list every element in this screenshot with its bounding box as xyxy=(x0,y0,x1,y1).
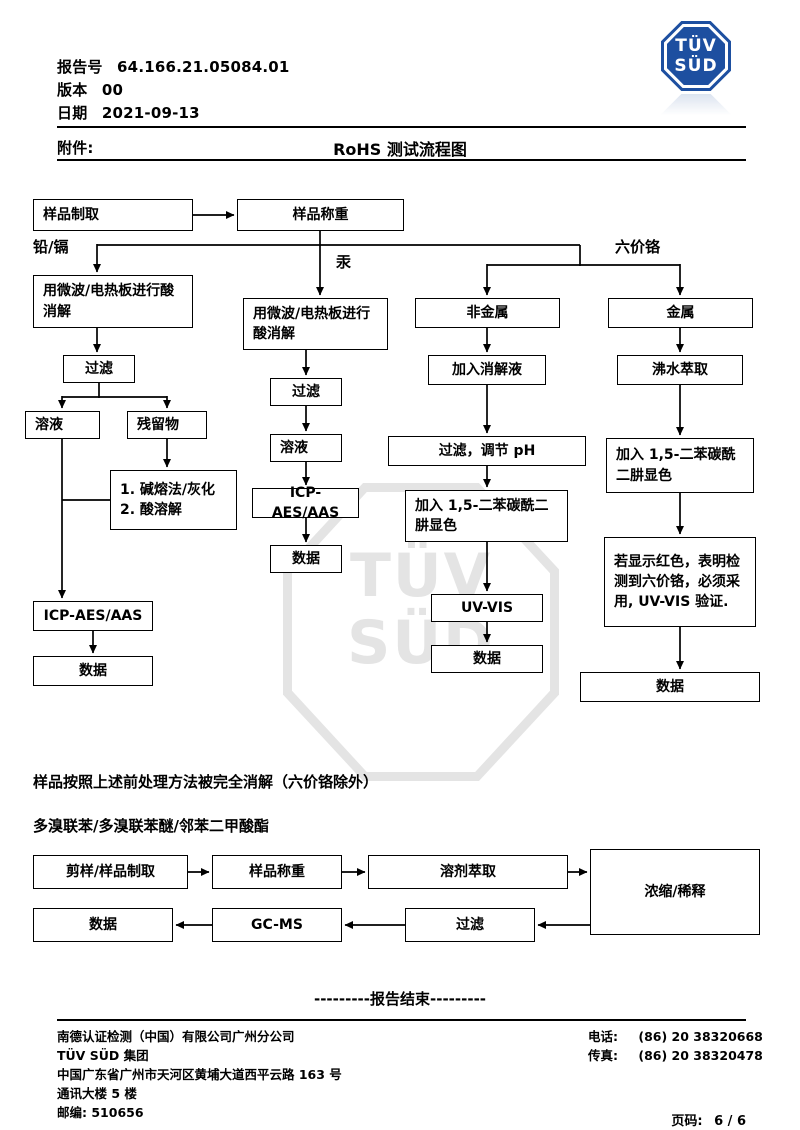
node-uv-vis: UV-VIS xyxy=(431,594,543,622)
node-acid-digestion-b: 用微波/电热板进行酸消解 xyxy=(243,298,388,350)
header-divider-top xyxy=(57,126,746,128)
node-solvent-extraction: 溶剂萃取 xyxy=(368,855,568,889)
node-alkali-fusion: 1. 碱熔法/灰化 2. 酸溶解 xyxy=(110,470,237,530)
footer-company-group: TÜV SÜD 集团 xyxy=(57,1048,149,1063)
node-acid-digestion-a: 用微波/电热板进行酸消解 xyxy=(33,275,193,328)
header-divider-bottom xyxy=(57,159,746,161)
node-icp-aes-aas-a: ICP-AES/AAS xyxy=(33,601,153,631)
attachment-label: 附件: xyxy=(57,139,94,157)
footer-divider xyxy=(57,1019,746,1021)
node-solution-b: 溶液 xyxy=(270,434,342,462)
node-filter-2: 过滤 xyxy=(405,908,535,942)
page-number: 页码: 6 / 6 xyxy=(671,1110,746,1129)
branch-label-mercury: 汞 xyxy=(336,253,352,271)
date-value: 2021-09-13 xyxy=(101,104,200,122)
logo-reflection xyxy=(661,94,731,116)
node-cut-sample-prep: 剪样/样品制取 xyxy=(33,855,188,889)
branch-label-hexavalent-chromium: 六价铬 xyxy=(615,238,661,256)
node-color-reagent-nonmetal: 加入 1,5-二苯碳酰二肼显色 xyxy=(405,490,568,542)
footer-postcode: 邮编: 510656 xyxy=(57,1105,144,1120)
report-date: 日期 2021-09-13 xyxy=(57,102,200,123)
date-label: 日期 xyxy=(57,104,88,122)
node-sample-weigh-2: 样品称重 xyxy=(212,855,342,889)
footer-company-name: 南德认证检测（中国）有限公司广州分公司 xyxy=(57,1029,295,1044)
version-label: 版本 xyxy=(57,81,88,99)
node-filter-adjust-ph: 过滤，调节 pH xyxy=(388,436,586,466)
node-metal: 金属 xyxy=(608,298,753,328)
node-add-digestion-solution: 加入消解液 xyxy=(428,355,546,385)
page-number-value: 6 / 6 xyxy=(714,1114,746,1129)
node-red-color-verification-note: 若显示红色，表明检测到六价铬，必须采用, UV-VIS 验证. xyxy=(604,537,756,627)
node-nonmetal: 非金属 xyxy=(415,298,560,328)
node-filter-b: 过滤 xyxy=(270,378,342,406)
fax-value: (86) 20 38320478 xyxy=(638,1048,763,1063)
tuv-sud-logo: TÜV SÜD xyxy=(661,21,731,91)
footer-phone: 电话: (86) 20 38320668 xyxy=(588,1026,763,1045)
phone-value: (86) 20 38320668 xyxy=(638,1029,763,1044)
phone-label: 电话: xyxy=(588,1029,618,1044)
report-number-value: 64.166.21.05084.01 xyxy=(117,58,290,76)
logo-line2: SÜD xyxy=(674,56,718,76)
branch-label-lead-cadmium: 铅/镉 xyxy=(33,238,69,256)
digestion-note: 样品按照上述前处理方法被完全消解（六价铬除外） xyxy=(33,773,379,791)
node-filter-a: 过滤 xyxy=(63,355,135,383)
node-gc-ms: GC-MS xyxy=(212,908,342,942)
logo-text: TÜV SÜD xyxy=(661,21,731,91)
report-number: 报告号 64.166.21.05084.01 xyxy=(57,56,290,77)
node-data-a: 数据 xyxy=(33,656,153,686)
footer-address-line2: 通讯大楼 5 楼 xyxy=(57,1086,137,1101)
report-number-label: 报告号 xyxy=(57,58,103,76)
node-data-metal: 数据 xyxy=(580,672,760,702)
logo-line1: TÜV xyxy=(675,35,717,56)
footer-address-line1: 中国广东省广州市天河区黄埔大道西平云路 163 号 xyxy=(57,1067,342,1082)
node-sample-weigh: 样品称重 xyxy=(237,199,404,231)
node-residue-a: 残留物 xyxy=(127,411,207,439)
node-data-2: 数据 xyxy=(33,908,173,942)
flow2-title: 多溴联苯/多溴联苯醚/邻苯二甲酸酯 xyxy=(33,817,269,835)
node-color-reagent-metal: 加入 1,5-二苯碳酰二肼显色 xyxy=(606,438,754,493)
node-icp-aes-aas-b: ICP-AES/AAS xyxy=(252,485,359,521)
end-of-report: ---------报告结束--------- xyxy=(313,990,487,1008)
node-data-nonmetal: 数据 xyxy=(431,645,543,673)
page-title: RoHS 测试流程图 xyxy=(333,140,467,159)
node-data-b: 数据 xyxy=(270,545,342,573)
footer-fax: 传真: (86) 20 38320478 xyxy=(588,1045,763,1064)
page-number-label: 页码: xyxy=(671,1114,703,1129)
version-value: 00 xyxy=(101,81,124,99)
node-concentrate-dilute: 浓缩/稀释 xyxy=(590,849,760,935)
node-sample-prep: 样品制取 xyxy=(33,199,193,231)
version: 版本 00 xyxy=(57,79,123,100)
node-solution-a: 溶液 xyxy=(25,411,100,439)
logo-octagon-inner xyxy=(667,27,725,85)
node-boiling-water-extraction: 沸水萃取 xyxy=(617,355,743,385)
fax-label: 传真: xyxy=(588,1048,618,1063)
